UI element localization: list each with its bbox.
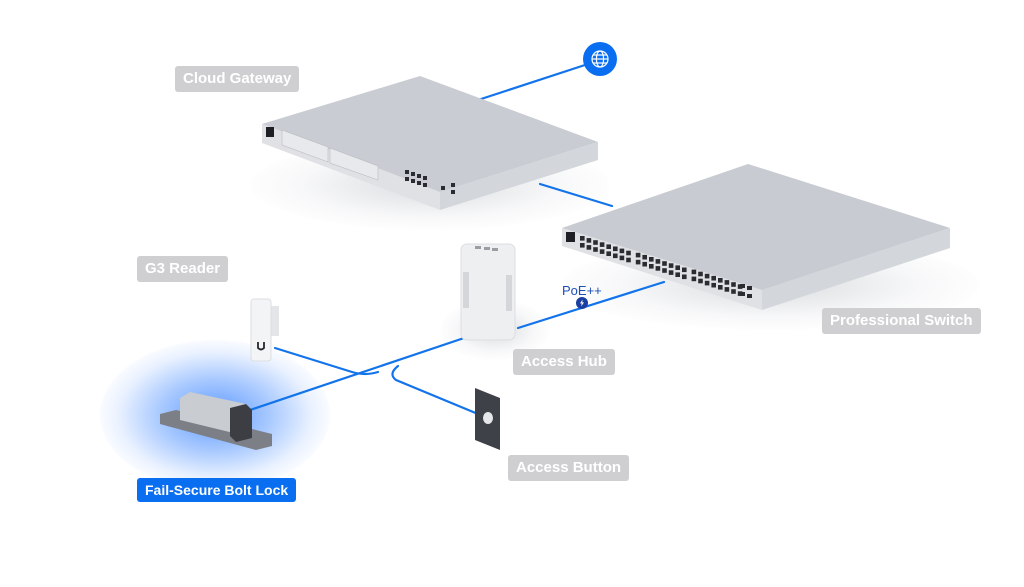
switch-port <box>662 261 667 266</box>
wire-button-branch <box>391 364 480 416</box>
label-fail-secure-bolt-lock[interactable]: Fail-Secure Bolt Lock <box>137 478 297 502</box>
switch-port <box>586 245 592 250</box>
switch-port <box>593 240 598 245</box>
gateway-power-port <box>266 127 274 137</box>
g3-reader-device[interactable] <box>250 298 279 362</box>
lightning-icon <box>576 297 588 309</box>
label-access-button[interactable]: Access Button <box>508 455 630 481</box>
access-button-device[interactable] <box>475 388 500 450</box>
switch-port <box>613 246 618 252</box>
label-access-hub[interactable]: Access Hub <box>513 349 615 375</box>
switch-port <box>668 263 674 268</box>
switch-port <box>613 253 618 259</box>
switch-port <box>668 270 674 275</box>
reader-logo-icon <box>257 342 265 351</box>
switch-port <box>593 247 598 252</box>
switch-port <box>580 243 585 248</box>
switch-port <box>599 242 605 247</box>
switch-port <box>704 280 710 286</box>
bolt-lock-device[interactable] <box>160 392 272 450</box>
cloud-gateway-device[interactable] <box>262 76 598 210</box>
switch-port <box>619 248 625 254</box>
label-g3-reader[interactable]: G3 Reader <box>137 256 229 282</box>
exit-button-icon <box>483 412 493 424</box>
switch-port <box>635 259 641 265</box>
wire-reader-branch <box>273 346 380 376</box>
switch-port <box>635 252 641 258</box>
switch-port <box>606 251 611 256</box>
switch-port <box>675 265 680 270</box>
wire-switch-hub <box>516 280 666 330</box>
internet-node[interactable] <box>583 42 617 76</box>
switch-port <box>626 257 631 263</box>
switch-port-array <box>580 236 743 296</box>
switch-port <box>724 287 730 292</box>
switch-port <box>599 249 605 254</box>
switch-port <box>718 278 723 283</box>
professional-switch-device[interactable] <box>562 164 950 310</box>
wire-internet-gateway <box>476 62 590 102</box>
globe-icon <box>591 50 609 68</box>
switch-port <box>731 289 736 294</box>
switch-port <box>691 276 697 282</box>
switch-port <box>649 257 654 262</box>
switch-port <box>724 280 730 285</box>
switch-port <box>580 236 585 241</box>
switch-port <box>711 282 716 288</box>
switch-port <box>619 255 625 261</box>
poe-label: PoE++ <box>562 283 602 298</box>
switch-port <box>731 282 736 287</box>
switch-port <box>698 278 703 284</box>
switch-port <box>642 254 647 260</box>
switch-port <box>698 271 703 277</box>
wire-gateway-switch <box>538 182 614 208</box>
switch-port <box>682 274 687 280</box>
switch-port <box>675 272 680 277</box>
label-professional-switch[interactable]: Professional Switch <box>822 308 981 334</box>
switch-port <box>718 285 723 290</box>
switch-port <box>655 259 661 264</box>
switch-port <box>704 273 710 279</box>
switch-port <box>626 250 631 256</box>
switch-port <box>711 275 716 281</box>
switch-port <box>642 261 647 267</box>
switch-port <box>649 264 654 269</box>
switch-console-port <box>566 232 575 242</box>
switch-port <box>691 269 697 275</box>
switch-port <box>682 267 687 273</box>
switch-port <box>662 268 667 273</box>
switch-port <box>586 238 592 243</box>
access-hub-device[interactable] <box>460 243 516 341</box>
switch-port <box>655 266 661 271</box>
label-cloud-gateway[interactable]: Cloud Gateway <box>175 66 300 92</box>
switch-port <box>606 244 611 249</box>
